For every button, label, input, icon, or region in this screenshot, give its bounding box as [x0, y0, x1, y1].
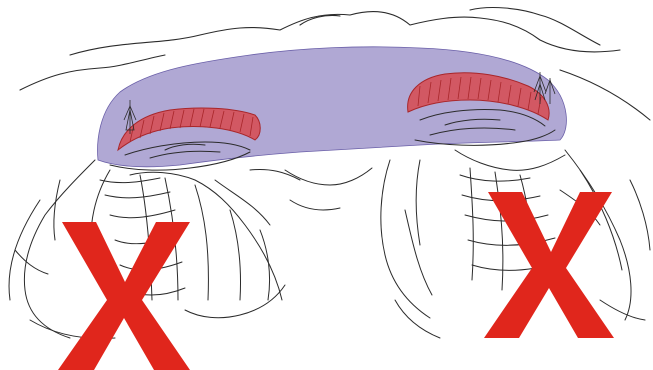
right-red-x-icon: [484, 192, 614, 338]
center-gorge-sketch: [250, 168, 372, 210]
left-red-x-icon: [58, 222, 190, 370]
